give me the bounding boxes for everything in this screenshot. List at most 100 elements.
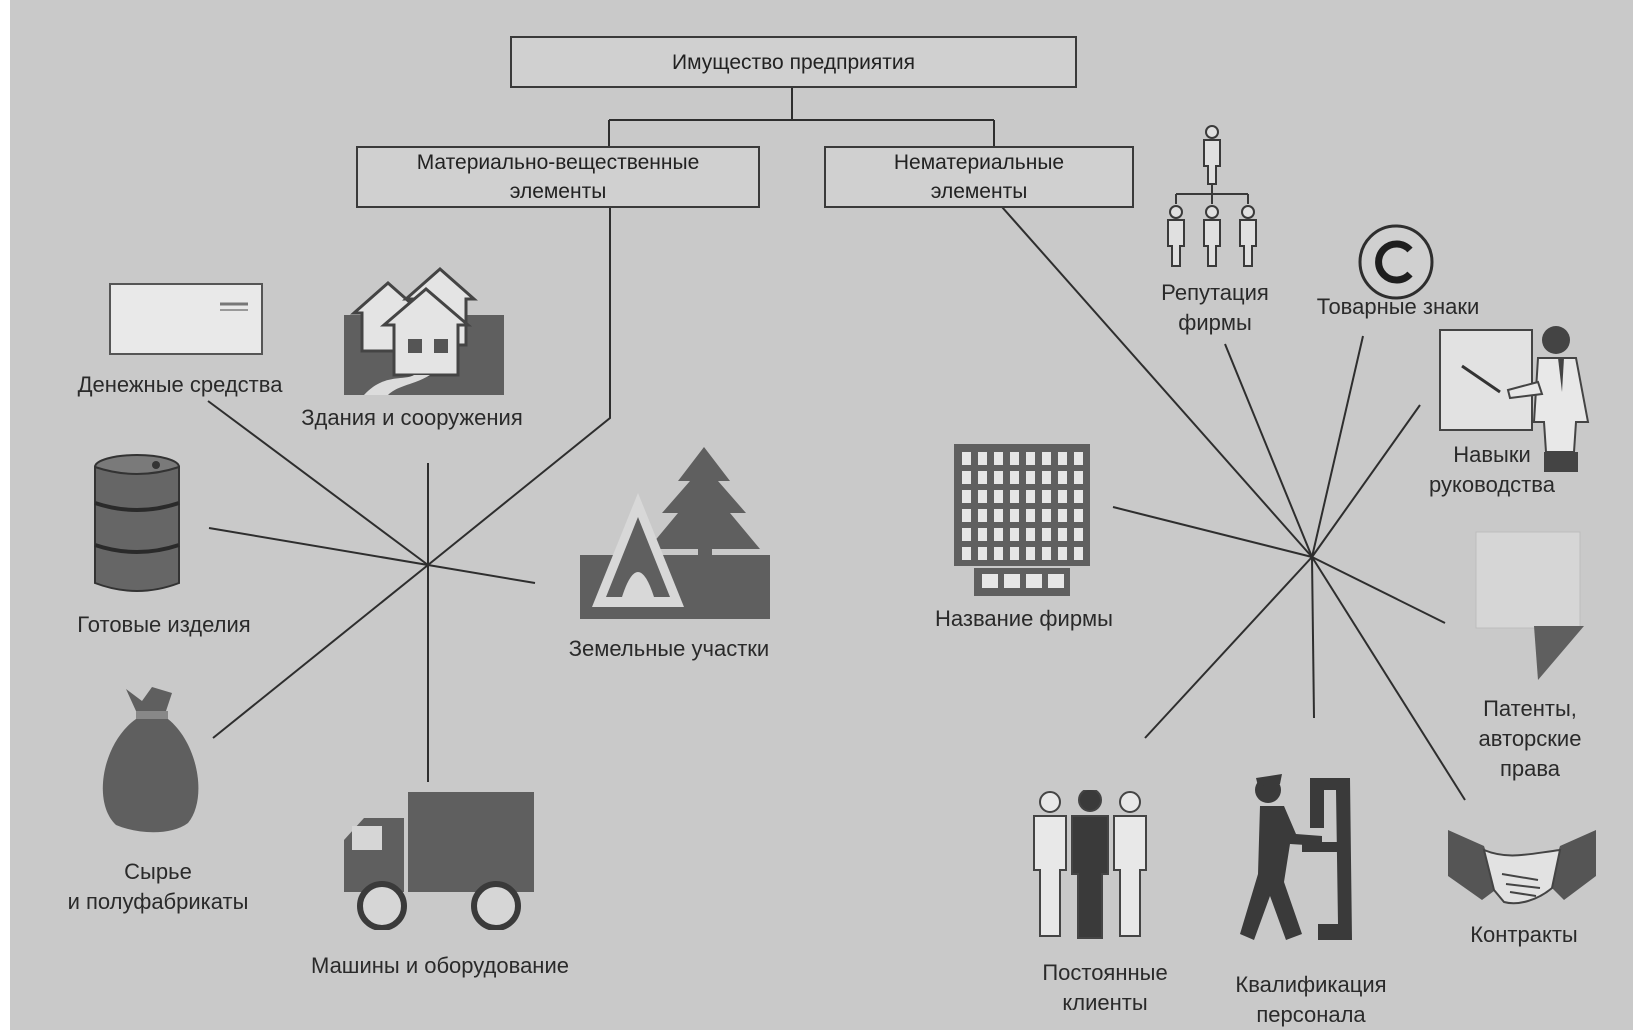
building-window [978,528,987,541]
land-tree-icon [580,447,770,619]
building-window [962,547,971,560]
building-window [1042,471,1051,484]
building-window [1026,547,1035,560]
building-window [1074,452,1083,465]
building-window [978,471,987,484]
building-window [1058,452,1067,465]
label-patents-line-2: авторские [1478,726,1582,751]
label-raw-line-2: и полуфабрикаты [67,889,249,914]
spoke-raw [212,564,429,739]
label-money-text: Денежные средства [77,372,283,397]
spoke-reputation [1224,343,1313,558]
label-products-text: Готовые изделия [77,612,251,637]
label-buildings-text: Здания и сооружения [301,405,523,430]
building-window [978,547,987,560]
building-window [1026,452,1035,465]
spoke-firm-name [1112,506,1313,558]
spoke-trademarks [1311,335,1364,558]
spoke-money [207,400,429,566]
building-window [1042,452,1051,465]
building-window [1010,452,1019,465]
building-window [994,452,1003,465]
label-firm-name-text: Название фирмы [935,606,1113,631]
label-raw: Сырье и полуфабрикаты [28,857,288,917]
root-label: Имущество предприятия [672,50,915,74]
banknote-icon [109,283,263,355]
spoke-clients [1144,556,1313,739]
building-window [994,547,1003,560]
building-window [994,471,1003,484]
intangible-box: Нематериальные элементы [824,146,1134,208]
org-chart-icon [1167,125,1257,267]
label-products: Готовые изделия [44,610,284,640]
material-box: Материально-вещественные элементы [356,146,760,208]
building-window [1074,490,1083,503]
building-window [962,509,971,522]
label-patents-line-3: права [1499,756,1561,781]
building-window [1010,509,1019,522]
building-window [1010,490,1019,503]
label-patents: Патенты, авторские права [1440,694,1620,784]
copyright-icon [1358,224,1434,300]
building-window [1042,490,1051,503]
label-qualification: Квалификация персонала [1206,970,1416,1030]
spoke-land [427,564,536,584]
document-icon [1475,531,1584,680]
label-qualification-line-1: Квалификация [1235,972,1387,997]
label-contracts-text: Контракты [1470,922,1578,947]
intangible-label-line-2: элементы [930,180,1028,203]
people-group-icon [1033,790,1147,939]
label-clients: Постоянные клиенты [1010,958,1200,1018]
material-to-hub-line [427,207,611,566]
building-window [1042,528,1051,541]
label-raw-line-1: Сырье [124,859,192,884]
building-window [1010,471,1019,484]
building-window [994,490,1003,503]
building-window [994,528,1003,541]
label-clients-line-2: клиенты [1062,990,1148,1015]
office-building-icon [954,444,1090,596]
building-window [1026,509,1035,522]
building-window [1058,509,1067,522]
label-machines: Машины и оборудование [268,951,612,981]
building-window [1074,471,1083,484]
building-window [1058,528,1067,541]
intangible-label-line-1: Нематериальные [893,151,1065,174]
material-label-line-2: элементы [509,180,607,203]
building-window [1042,509,1051,522]
building-window [978,490,987,503]
building-window [978,452,987,465]
spoke-qualification [1311,556,1315,719]
label-trademarks-text: Товарные знаки [1316,294,1480,319]
barrel-icon [94,454,180,592]
label-reputation-line-1: Репутация [1161,280,1269,305]
label-qualification-line-2: персонала [1256,1002,1366,1027]
root-box: Имущество предприятия [510,36,1077,88]
building-window [1074,509,1083,522]
building-window [1010,528,1019,541]
building-window [1010,547,1019,560]
building-window [1026,471,1035,484]
label-reputation-line-2: фирмы [1178,310,1252,335]
label-buildings: Здания и сооружения [262,403,562,433]
building-window [1026,490,1035,503]
spoke-patents [1311,556,1446,624]
spoke-contracts [1311,556,1466,801]
building-window [1026,528,1035,541]
label-land-text: Земельные участки [568,636,770,661]
presenter-icon [1439,326,1590,472]
label-leadership: Навыки руководства [1392,440,1592,500]
intangible-to-hub-line [1001,206,1313,558]
label-leadership-line-1: Навыки [1453,442,1531,467]
label-trademarks: Товарные знаки [1292,292,1504,322]
label-firm-name: Название фирмы [904,604,1144,634]
label-reputation: Репутация фирмы [1130,278,1300,338]
label-land: Земельные участки [534,634,804,664]
building-window [962,490,971,503]
worker-machine-icon [1240,774,1352,940]
houses-icon [344,266,504,395]
building-window [994,509,1003,522]
label-leadership-line-2: руководства [1429,472,1555,497]
